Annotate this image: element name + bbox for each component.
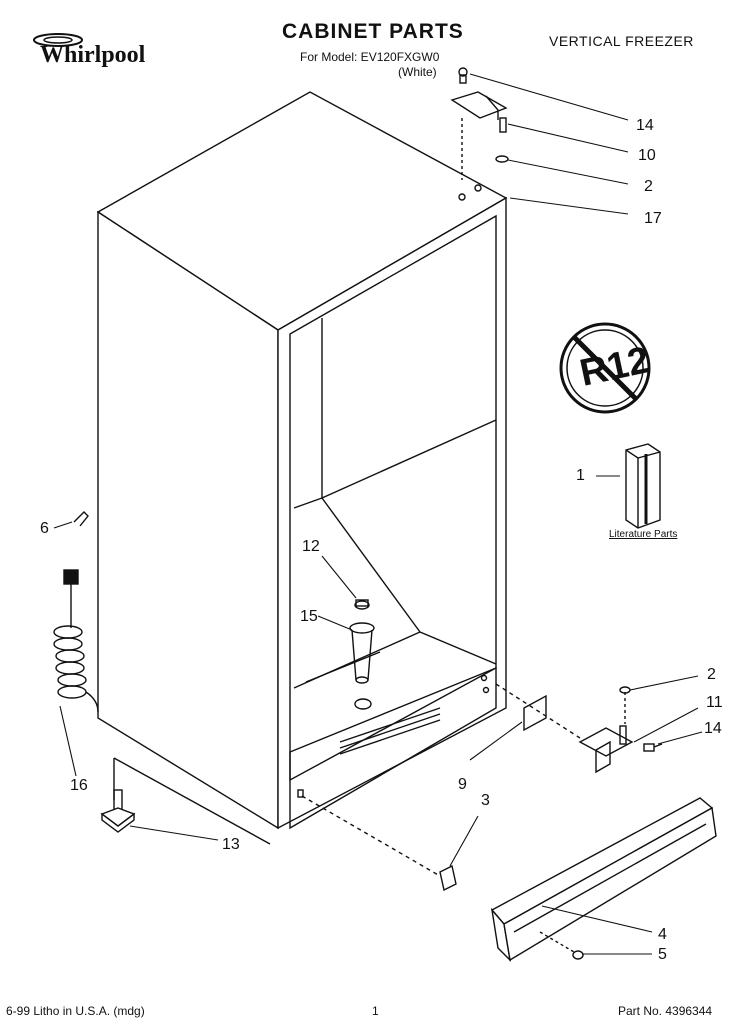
callout-16: 16 — [70, 777, 88, 794]
product-category: VERTICAL FREEZER — [549, 33, 694, 49]
r12-badge-icon — [559, 322, 651, 414]
toe-grille — [490, 797, 717, 963]
callout-14-bottom: 14 — [704, 720, 722, 737]
power-cord — [53, 569, 99, 713]
leveling-leg — [100, 789, 136, 833]
part-9-bracket — [523, 694, 547, 732]
callout-6: 6 — [40, 520, 49, 537]
cabinet-body — [96, 91, 508, 845]
callout-13: 13 — [222, 836, 240, 853]
footer-part-number: Part No. 4396344 — [618, 1004, 713, 1018]
color-line: (White) — [398, 65, 437, 79]
literature-book-icon — [625, 443, 661, 529]
callout-2-top: 2 — [644, 178, 653, 195]
page-title: CABINET PARTS — [282, 20, 464, 43]
callout-5: 5 — [658, 946, 667, 963]
callout-15: 15 — [300, 608, 318, 625]
leader-lines — [53, 73, 703, 955]
callout-1: 1 — [576, 467, 585, 484]
part-6-clip — [73, 511, 89, 527]
footer-litho: 6-99 Litho in U.S.A. (mdg) — [6, 1004, 145, 1018]
whirlpool-logo: Whirlpool — [28, 30, 158, 75]
top-hinge — [450, 67, 509, 180]
callout-17: 17 — [644, 210, 662, 227]
callout-4: 4 — [658, 926, 667, 943]
callout-14-top: 14 — [636, 117, 654, 134]
footer-page-number: 1 — [372, 1004, 379, 1018]
bottom-hinge — [578, 686, 634, 774]
callout-11: 11 — [706, 694, 723, 711]
callout-12: 12 — [302, 538, 320, 555]
callout-10: 10 — [638, 147, 656, 164]
callout-2-bottom: 2 — [707, 666, 716, 683]
grille-screw — [539, 931, 584, 960]
callout-3: 3 — [481, 792, 490, 809]
brand-name: Whirlpool — [40, 42, 146, 68]
hinge-screw — [643, 743, 663, 752]
literature-parts-label: Literature Parts — [609, 529, 678, 540]
logo-swoosh-icon — [33, 33, 83, 47]
drain-tube — [349, 599, 375, 684]
model-line: For Model: EV120FXGW0 — [300, 50, 440, 64]
part-3-clip — [439, 864, 457, 892]
callout-9: 9 — [458, 776, 467, 793]
